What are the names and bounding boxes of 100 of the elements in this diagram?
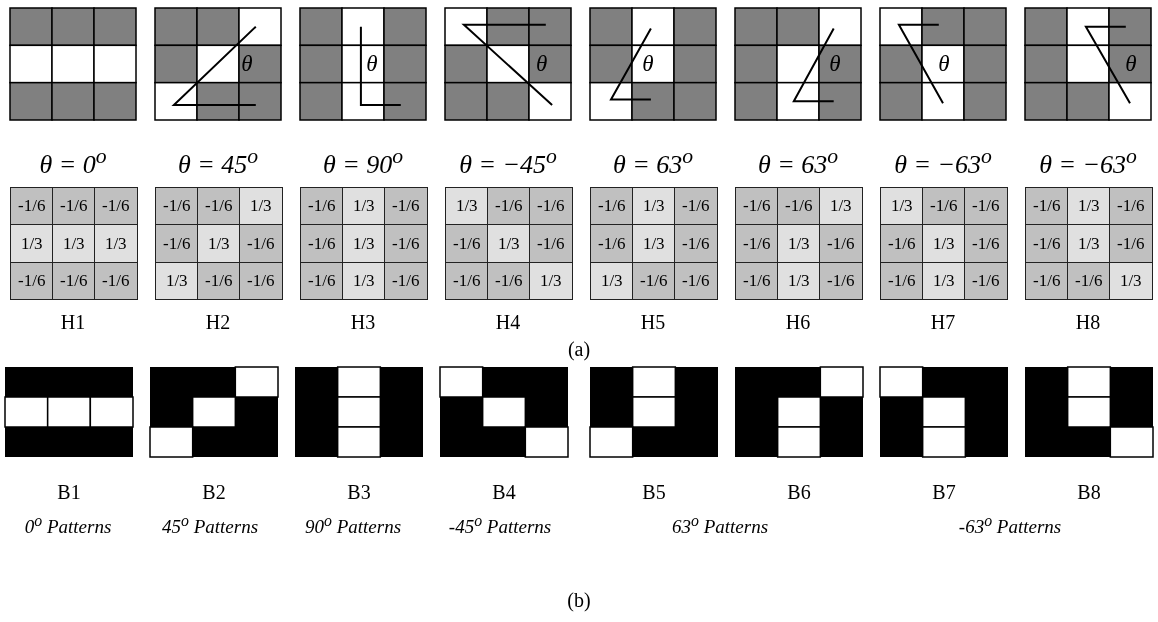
grid-cell: -1/6 — [922, 187, 966, 226]
grid-cell: 1/3 — [445, 187, 489, 226]
angle-symbol: θ — [535, 52, 548, 75]
pattern-caption: 0$^{o}$ Patterns — [24, 513, 112, 537]
grid-cell: -1/6 — [1025, 187, 1069, 226]
panel-label: (b) — [567, 590, 591, 610]
grid-cell: -1/6 — [964, 224, 1008, 264]
grid-cell: -1/6 — [94, 187, 138, 226]
grid-cell: -1/6 — [880, 224, 924, 264]
angle-equation: θ = −63$^{o}$ — [1039, 146, 1137, 178]
grid-cell: 1/3 — [239, 187, 283, 226]
grid-label: H4 — [495, 312, 521, 332]
pattern-label: B8 — [1077, 482, 1101, 502]
grid-cell: -1/6 — [10, 187, 54, 226]
grid-cell: -1/6 — [1067, 261, 1111, 301]
pattern-label: B5 — [642, 482, 666, 502]
grid-cell: 1/3 — [342, 224, 386, 264]
angle-equation: θ = 45$^{o}$ — [177, 146, 259, 178]
grid-cell: -1/6 — [735, 261, 779, 301]
grid-cell: -1/6 — [735, 224, 779, 264]
grid-cell: 1/3 — [155, 261, 199, 301]
grid-cell: -1/6 — [674, 224, 718, 264]
grid-cell: -1/6 — [1109, 187, 1153, 226]
grid-cell: 1/3 — [777, 224, 821, 264]
pattern-label: B2 — [202, 482, 226, 502]
grid-cell: -1/6 — [239, 224, 283, 264]
grid-label: H6 — [785, 312, 811, 332]
grid-cell: 1/3 — [1067, 224, 1111, 264]
grid-cell: -1/6 — [52, 187, 96, 226]
grid-cell: -1/6 — [674, 187, 718, 226]
grid-cell: 1/3 — [922, 224, 966, 264]
panel-label: (a) — [567, 339, 591, 359]
angle-symbol: θ — [366, 52, 378, 75]
grid-cell: 1/3 — [590, 261, 634, 301]
grid-cell: 1/3 — [94, 224, 138, 264]
grid-cell: -1/6 — [197, 261, 241, 301]
grid-cell: -1/6 — [94, 261, 138, 301]
pattern-label: B3 — [347, 482, 371, 502]
grid-cell: 1/3 — [880, 187, 924, 226]
angle-symbol: θ — [241, 52, 253, 75]
grid-label: H1 — [60, 312, 86, 332]
pattern-caption: 45$^{o}$ Patterns — [161, 513, 259, 537]
pattern-label: B1 — [57, 482, 81, 502]
pattern-caption: 90$^{o}$ Patterns — [304, 513, 402, 537]
pattern-label: B7 — [932, 482, 956, 502]
angle-equation: θ = 63$^{o}$ — [757, 146, 839, 178]
grid-cell: -1/6 — [964, 187, 1008, 226]
grid-cell: 1/3 — [922, 261, 966, 301]
grid-cell: -1/6 — [155, 187, 199, 226]
grid-cell: 1/3 — [819, 187, 863, 226]
grid-cell: -1/6 — [632, 261, 676, 301]
angle-symbol: θ — [642, 52, 654, 75]
grid-cell: 1/3 — [197, 224, 241, 264]
grid-cell: -1/6 — [590, 187, 634, 226]
pattern-label: B6 — [787, 482, 811, 502]
angle-equation: θ = 90$^{o}$ — [322, 146, 404, 178]
grid-cell: -1/6 — [880, 261, 924, 301]
angle-equation: θ = 0$^{o}$ — [39, 146, 107, 178]
angle-equation: θ = −45$^{o}$ — [459, 146, 557, 178]
grid-cell: 1/3 — [1109, 261, 1153, 301]
grid-label: H2 — [205, 312, 231, 332]
grid-cell: -1/6 — [590, 224, 634, 264]
grid-cell: -1/6 — [239, 261, 283, 301]
grid-cell: -1/6 — [10, 261, 54, 301]
pattern-caption: 63$^{o}$ Patterns — [671, 513, 769, 537]
grid-cell: -1/6 — [777, 187, 821, 226]
pattern-caption: -45$^{o}$ Patterns — [448, 513, 552, 537]
grid-cell: 1/3 — [632, 187, 676, 226]
grid-cell: 1/3 — [1067, 187, 1111, 226]
grid-cell: -1/6 — [300, 187, 344, 226]
grid-cell: 1/3 — [487, 224, 531, 264]
angle-symbol: θ — [938, 52, 950, 75]
grid-cell: -1/6 — [674, 261, 718, 301]
grid-label: H7 — [930, 312, 956, 332]
grid-cell: -1/6 — [1025, 261, 1069, 301]
pattern-caption: -63$^{o}$ Patterns — [958, 513, 1062, 537]
grid-cell: -1/6 — [445, 261, 489, 301]
grid-cell: -1/6 — [197, 187, 241, 226]
grid-cell: -1/6 — [819, 224, 863, 264]
angle-equation: θ = −63$^{o}$ — [894, 146, 992, 178]
angle-equation: θ = 63$^{o}$ — [612, 146, 694, 178]
grid-label: H3 — [350, 312, 376, 332]
grid-cell: -1/6 — [300, 261, 344, 301]
angle-symbol: θ — [829, 52, 841, 75]
grid-cell: 1/3 — [342, 261, 386, 301]
grid-cell: -1/6 — [384, 187, 428, 226]
grid-cell: 1/3 — [632, 224, 676, 264]
grid-cell: -1/6 — [529, 187, 573, 226]
grid-cell: -1/6 — [300, 224, 344, 264]
grid-cell: -1/6 — [445, 224, 489, 264]
grid-label: H8 — [1075, 312, 1101, 332]
grid-cell: 1/3 — [342, 187, 386, 226]
grid-cell: 1/3 — [777, 261, 821, 301]
pattern-label: B4 — [492, 482, 516, 502]
grid-cell: -1/6 — [1025, 224, 1069, 264]
grid-cell: -1/6 — [1109, 224, 1153, 264]
grid-cell: -1/6 — [384, 224, 428, 264]
grid-cell: -1/6 — [819, 261, 863, 301]
grid-cell: 1/3 — [10, 224, 54, 264]
grid-cell: -1/6 — [529, 224, 573, 264]
